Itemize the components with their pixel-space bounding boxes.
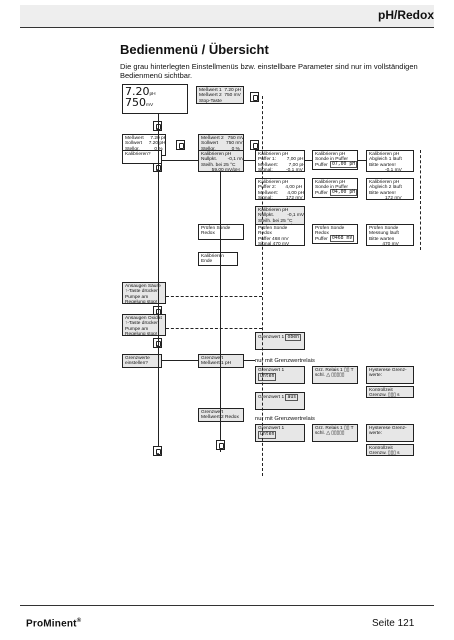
lcd-puffer1: 07,00 pH xyxy=(330,161,358,168)
connector xyxy=(244,160,255,161)
box-hysterese1: Hysterese Grenz- werte: xyxy=(366,366,414,384)
box-grenzwerte-einst: Grenzwerte einstellen? xyxy=(122,354,162,368)
box-gw2-unten: Grenzwert 1 unten xyxy=(255,424,305,442)
box-abgleich2: Kalibrieren pH Abgleich 2 läuft Bitte wa… xyxy=(366,178,414,200)
key-icon xyxy=(216,440,225,450)
box-kontrollzeit1: Kontrollzeit Grenzw. ▯▯▯ s xyxy=(366,386,414,398)
page-number: Seite 121 xyxy=(372,618,415,629)
note-nur-relais: nur mit Grenzwertrelais xyxy=(255,358,315,364)
return-path xyxy=(166,328,262,329)
lcd-puffer2: 04,00 pH xyxy=(330,189,358,196)
lcd-redox-puffer: 0468 mV xyxy=(330,235,355,242)
box-pruefen-redox: Prüfen Sonde Redox Puffer 468 mV Signal … xyxy=(255,224,305,246)
box-relais2: Grz. Relais 1 ▯▯ T schl. △ ▯▯▯▯▯ xyxy=(312,424,358,442)
intro-text: Die grau hinterlegten Einstellmenüs bzw.… xyxy=(120,62,418,80)
connector xyxy=(162,160,198,161)
box-kal-sonde2: Kalibrieren pH Sonde in Puffer Puffer xyxy=(312,178,358,198)
box-grenzwert2-redox: Grenzwert Meßwert 2 Redox xyxy=(198,408,244,422)
key-icon xyxy=(250,92,259,102)
connector xyxy=(244,360,255,361)
box-kal-ende: Kalibrieren Ende xyxy=(198,252,238,266)
page-title: Bedienmenü / Übersicht xyxy=(120,42,269,57)
header-rule xyxy=(20,27,434,28)
connector xyxy=(158,114,159,454)
return-path xyxy=(166,296,262,297)
box-kal-puffer1: Kalibrieren pH Puffer 1: 7,00 pH Meßwert… xyxy=(255,150,305,172)
box-abgleich1: Kalibrieren pH Abgleich 1 läuft Bitte wa… xyxy=(366,150,414,172)
box-kalibrieren: Kalibrieren? xyxy=(122,150,162,164)
note-nur-relais-2: nur mit Grenzwertrelais xyxy=(255,416,315,422)
box-pruefen-messung: Prüfen Sonde Messung läuft Bitte warten … xyxy=(366,224,414,246)
box-kontrollzeit2: Kontrollzeit Grenzw. ▯▯▯ s xyxy=(366,444,414,456)
key-icon xyxy=(176,140,185,150)
brand-logo: ProMinent® xyxy=(26,618,82,630)
box-relais1: Grz. Relais 1 ▯▯ T schl. △ ▯▯▯▯▯ xyxy=(312,366,358,384)
connector xyxy=(305,160,312,161)
connector xyxy=(162,360,198,361)
footer-rule xyxy=(20,605,434,606)
box-gw-oben: Grenzwert 1 oben xyxy=(255,332,305,350)
box-ansaugen-saeure: Ansaugen Säure ↑-Taste drücken Pumpe am … xyxy=(122,282,166,304)
box-gw-unten: Grenzwert 1 unten xyxy=(255,366,305,384)
box-kal-sonde1: Kalibrieren pH Sonde in Puffer Puffer xyxy=(312,150,358,170)
box-messwert: Meßwert 1 7.20 pH Meßwert 2 750 mV Stop-… xyxy=(196,86,244,104)
key-icon xyxy=(250,140,259,150)
key-down-icon xyxy=(153,446,162,456)
box-hysterese2: Hysterese Grenz- werte: xyxy=(366,424,414,442)
connector xyxy=(358,160,366,161)
box-kal-null: Kalibrieren pH Nullpkt. -0,1 mV Steilh. … xyxy=(198,150,244,172)
box-kal-puffer2: Kalibrieren pH Puffer 2: 4,00 pH Meßwert… xyxy=(255,178,305,200)
box-grenzwert1-ph: Grenzwert Meßwert 1 pH xyxy=(198,354,244,368)
box-pruefen-puffer: Prüfen Sonde Redox Puffer xyxy=(312,224,358,244)
section-title: pH/Redox xyxy=(377,8,434,22)
box-gw-aus: Grenzwert 1 aus xyxy=(255,392,305,410)
return-path xyxy=(262,96,263,476)
box-pruefen: Prüfen Sonde Redox xyxy=(198,224,244,240)
return-path xyxy=(420,150,421,250)
box-ansaugen-oxidat: Ansaugen Oxidat ↑-Taste drücken Pumpe am… xyxy=(122,314,166,336)
header-bar xyxy=(20,5,434,27)
main-display: 7.20pH 750mV xyxy=(122,84,188,114)
connector xyxy=(220,172,221,452)
